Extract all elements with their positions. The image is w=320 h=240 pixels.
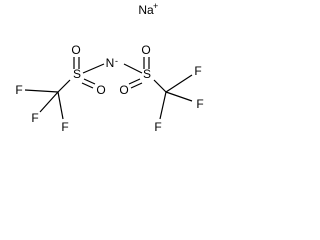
atom-sodium: Na xyxy=(138,3,154,17)
bond-c-f-right-1 xyxy=(165,74,193,93)
charge-sodium: + xyxy=(153,1,158,11)
bond-c-f-right-3 xyxy=(159,91,167,120)
bond-s-o-right-lower-b xyxy=(130,82,143,89)
bond-c-f-left-1 xyxy=(24,89,59,93)
atom-fluorine-left-3: F xyxy=(61,120,68,134)
bond-s-o-left-lower-a xyxy=(83,78,96,85)
atom-oxygen-left-lower: O xyxy=(96,83,105,97)
atom-fluorine-right-3: F xyxy=(154,120,161,134)
bond-n-s-right xyxy=(123,63,143,74)
atom-fluorine-left-2: F xyxy=(31,111,38,125)
atom-oxygen-right-upper: O xyxy=(141,43,150,57)
bond-c-f-left-3 xyxy=(57,91,64,120)
bond-s-o-left-lower-b xyxy=(81,82,94,89)
bond-c-f-right-2 xyxy=(165,91,193,102)
atom-sulfur-right: S xyxy=(143,67,151,81)
atoms: Na + N - S S O O O O F F F F F F xyxy=(15,1,203,134)
bond-s-c-left xyxy=(57,79,71,93)
atom-sulfur-left: S xyxy=(73,67,81,81)
atom-fluorine-right-2: F xyxy=(196,97,203,111)
atom-fluorine-left-1: F xyxy=(15,83,22,97)
charge-nitrogen: - xyxy=(115,56,118,66)
atom-fluorine-right-1: F xyxy=(194,64,201,78)
atom-oxygen-right-lower: O xyxy=(119,83,128,97)
atom-nitrogen: N xyxy=(106,56,115,70)
bond-s-c-right xyxy=(153,79,167,93)
atom-oxygen-left-upper: O xyxy=(71,43,80,57)
bond-s-n-left xyxy=(82,63,105,74)
bond-s-o-right-lower-a xyxy=(128,78,141,85)
chemical-structure: Na + N - S S O O O O F F F F F F xyxy=(15,1,203,134)
bonds xyxy=(24,57,193,120)
bond-c-f-left-2 xyxy=(39,91,59,113)
